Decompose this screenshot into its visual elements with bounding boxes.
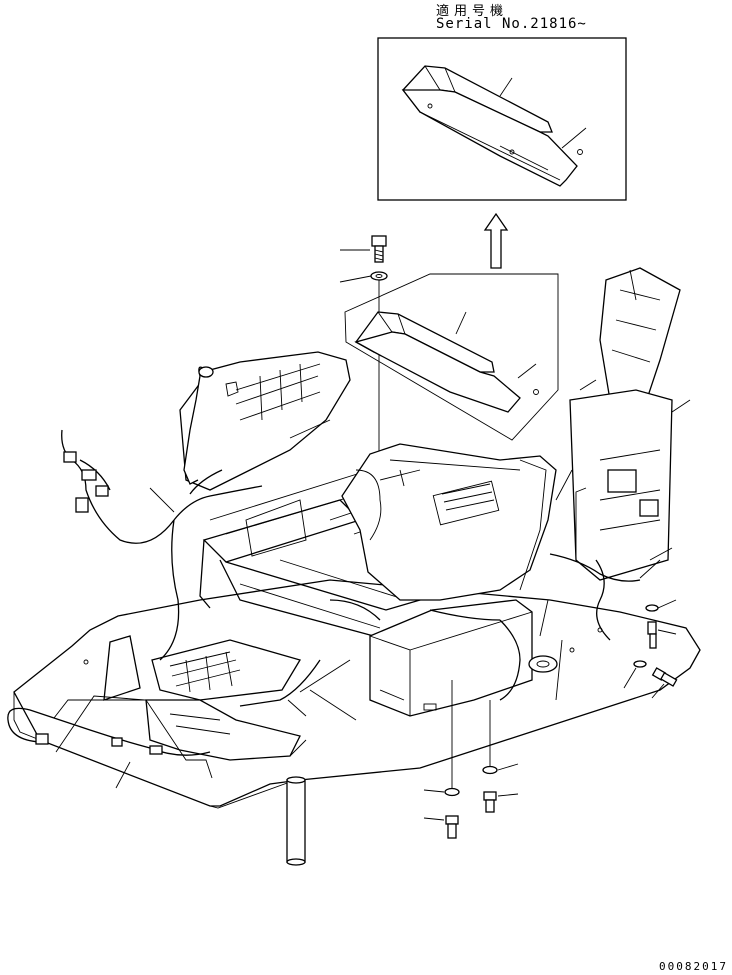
washer-part <box>645 599 677 612</box>
document-number: 00082017 <box>659 960 728 973</box>
washer-part <box>623 660 647 689</box>
leader-line <box>561 127 587 149</box>
support-pillar <box>286 776 306 866</box>
controller-box <box>369 599 533 717</box>
bolt-part <box>651 667 678 699</box>
washer-part <box>423 680 460 797</box>
inset-cover-part <box>401 65 583 187</box>
right-control-console <box>341 443 557 601</box>
serial-number-label: Serial No.21816~ <box>436 16 587 32</box>
pedal-assembly <box>103 635 301 761</box>
left-wire-harness <box>61 429 263 661</box>
leader-line <box>499 77 513 97</box>
right-wire-harness <box>239 553 641 707</box>
bolt-part <box>483 791 519 813</box>
floor-wire-harness <box>7 695 213 789</box>
bolt-part <box>423 815 459 839</box>
bolt-part <box>340 235 387 263</box>
floor-plate <box>13 579 701 809</box>
right-mount-bracket <box>569 267 681 641</box>
serial-inset-box <box>377 37 627 201</box>
applicability-label: 適用号機 <box>436 4 509 19</box>
left-control-console <box>179 351 351 491</box>
leader-lines <box>149 379 691 757</box>
bolt-part <box>647 621 677 649</box>
up-arrow-icon <box>483 212 509 269</box>
cover-group-frame <box>344 273 559 441</box>
washer-part <box>482 700 519 775</box>
